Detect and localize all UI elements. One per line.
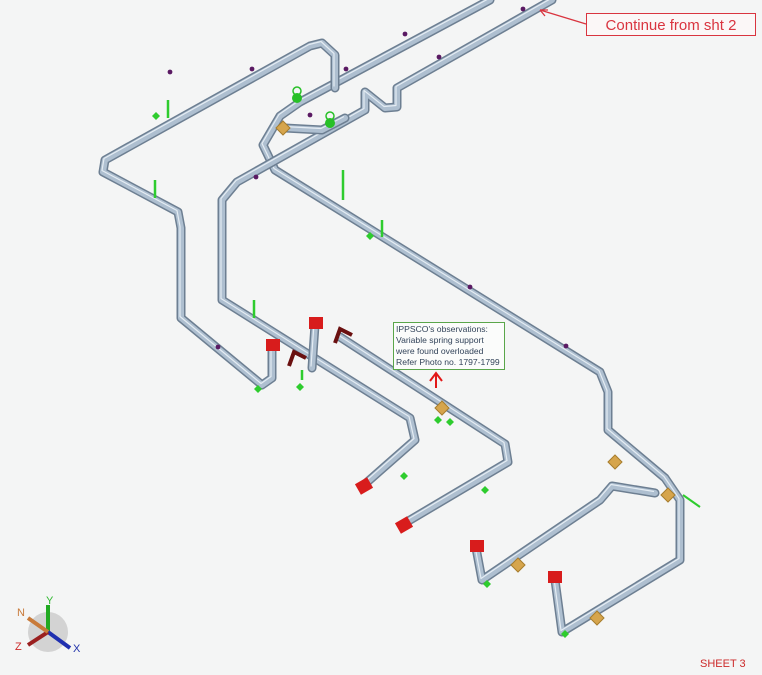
axis-x-label: X [73,643,81,655]
weld-marker [249,66,255,72]
up-arrow-icon [429,371,443,388]
pipe-valve-branch [282,115,348,133]
observation-line: Variable spring support [396,335,484,345]
bracket-flange [333,326,353,344]
support-shoe [483,580,491,588]
support-shoe [254,385,262,393]
pipe-branch [473,483,658,583]
axis-y-label: Y [46,595,54,607]
spring-support-icon [589,610,605,626]
axis-x-icon [46,630,72,650]
observation-line: were found overloaded [396,346,484,356]
support-shoe [481,486,489,494]
valve-handwheel-icon [292,86,302,96]
observation-line: IPPSCO's observations: [396,324,488,334]
weld-marker [215,344,221,350]
pipe-spring-line [337,334,511,526]
flange [470,540,484,552]
support-shoe [152,112,160,120]
spring-support-icon [275,120,291,136]
pipe-valve-branch-highlight [283,115,345,130]
pipe-lower-main-highlight [220,0,550,483]
support-shoe [446,418,454,426]
flange [394,516,414,534]
bracket-flange [287,349,307,367]
weld-marker [563,343,569,349]
weld-marker [307,112,313,118]
valve-body [292,93,302,103]
flange [266,339,280,351]
valve-body [325,118,335,128]
weld-marker [343,66,349,72]
pipe-support [682,494,701,508]
valve-handwheel-icon [325,111,335,121]
pipe-vertical-stub [309,322,318,371]
pipe-spring-line-highlight [338,334,508,523]
support-shoe [366,232,374,240]
sheet-number: SHEET 3 [700,658,746,670]
pipe-branch-highlight [474,483,655,580]
support-shoe [400,472,408,480]
spring-support-icon [510,557,526,573]
pipe-upper-main [260,0,683,635]
support-shoe [434,416,442,424]
axis-z-label: Z [15,641,22,653]
axis-z-icon [26,630,50,647]
arrow-head-icon [539,9,548,17]
weld-marker [436,54,442,60]
pipe-left-loop-highlight [101,40,335,385]
spring-support-icon [660,487,676,503]
weld-marker [253,174,259,180]
flange [309,317,323,329]
axis-n-icon [26,616,50,634]
weld-marker [520,6,526,12]
flange [548,571,562,583]
pipe-vertical-stub-highlight [310,323,315,367]
flange [354,477,374,495]
spring-support-icon [607,454,623,470]
pipe-lower-main [219,0,555,487]
axis-n-label: N [17,607,25,619]
support-shoe [561,630,569,638]
callout-leader [539,9,587,25]
observation-note: IPPSCO's observations: Variable spring s… [393,322,505,370]
pipe-upper-main-edge [258,0,685,637]
continue-from-sheet-callout: Continue from sht 2 [586,13,756,36]
spring-support-icon [434,400,450,416]
observation-line: Refer Photo no. 1797-1799 [396,357,500,367]
support-shoe [296,383,304,391]
weld-marker [467,284,473,290]
weld-marker [402,31,408,37]
weld-marker [167,69,173,75]
pipe-upper-main-highlight [261,0,680,632]
